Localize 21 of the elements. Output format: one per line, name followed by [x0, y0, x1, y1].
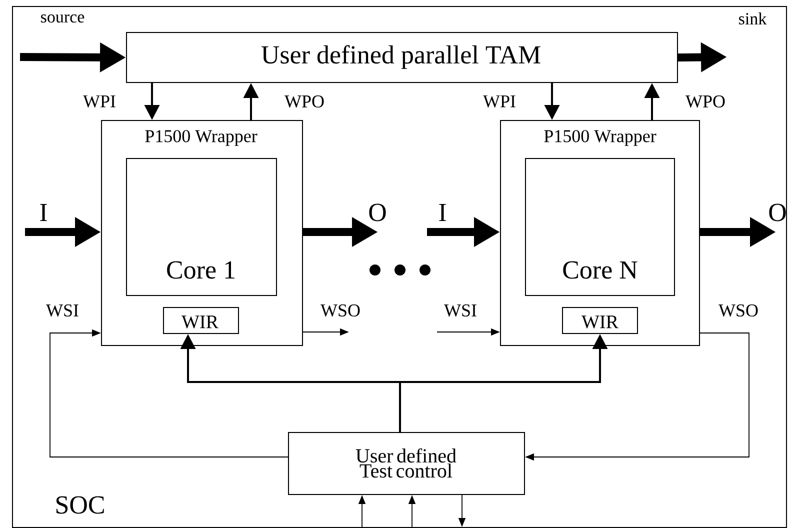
- edge-label: source: [41, 14, 84, 23]
- edge-label: WPI: [83, 95, 116, 108]
- edge-label: WPI: [483, 95, 516, 108]
- edge-label: sink: [739, 12, 767, 24]
- register-box: WIR: [163, 307, 239, 334]
- edge-label: I: [40, 204, 47, 221]
- edge-label: O: [369, 204, 386, 222]
- core-box: Core N: [525, 158, 675, 296]
- edge-label: WSO: [320, 304, 360, 317]
- core-box: Core 1: [126, 158, 277, 296]
- arrow: [50, 329, 288, 458]
- edge-label: WSO: [718, 304, 758, 317]
- edge-label: I: [439, 204, 446, 221]
- edge-label: WSI: [46, 304, 78, 317]
- tam-box: User defined parallel TAM: [126, 32, 678, 83]
- edge-label: WPO: [686, 95, 725, 108]
- edge-label: WSI: [444, 304, 476, 317]
- edge-label: O: [769, 204, 786, 222]
- control-box: User defined Test control: [288, 432, 525, 495]
- register-box: WIR: [562, 307, 638, 334]
- edge-label: WPO: [284, 95, 324, 108]
